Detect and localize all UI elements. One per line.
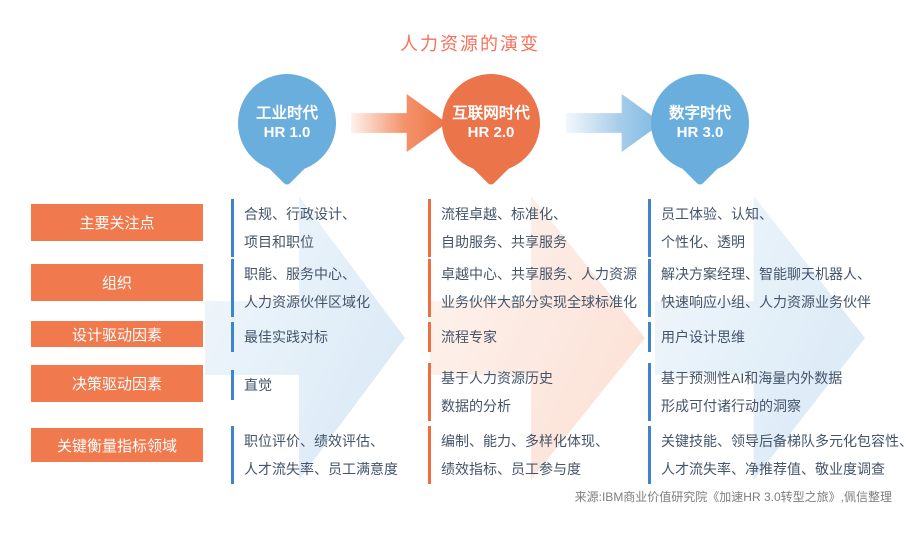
era-name: 互联网时代 [452, 105, 530, 123]
cell-line: 自助服务、共享服务 [441, 234, 567, 250]
cell-line: 基于预测性AI和海量内外数据 [661, 370, 843, 386]
cell-line: 职位评价、绩效评估、 [244, 433, 384, 449]
era-balloon-text: 互联网时代 HR 2.0 [442, 74, 540, 172]
cell-design-drivers-hr3: 用户设计思维 [648, 322, 745, 352]
cell-line: 人才流失率、净推荐值、敬业度调查 [661, 461, 885, 477]
cell-line: 快速响应小组、人力资源业务伙伴 [661, 294, 871, 310]
cell-organization-hr3: 解决方案经理、智能聊天机器人、 快速响应小组、人力资源业务伙伴 [648, 259, 871, 317]
page-title: 人力资源的演变 [400, 34, 540, 54]
era-name: 工业时代 [255, 105, 318, 123]
cell-decision-drivers-hr3: 基于预测性AI和海量内外数据 形成可付诸行动的洞察 [648, 363, 842, 421]
era-version: HR 1.0 [263, 123, 311, 141]
cell-line: 数据的分析 [441, 398, 511, 414]
era-version: HR 2.0 [467, 123, 515, 141]
era-balloon-hr2: 互联网时代 HR 2.0 [442, 74, 540, 187]
cell-decision-drivers-hr2: 基于人力资源历史 数据的分析 [428, 363, 553, 421]
cell-line: 基于人力资源历史 [441, 370, 553, 386]
cell-line: 绩效指标、员工参与度 [441, 461, 581, 477]
cell-line: 用户设计思维 [661, 329, 745, 345]
cell-line: 个性化、透明 [661, 234, 745, 250]
era-version: HR 3.0 [676, 123, 724, 141]
cell-key-metrics-hr1: 职位评价、绩效评估、 人才流失率、员工满意度 [231, 426, 398, 484]
cell-focus-hr2: 流程卓越、标准化、 自助服务、共享服务 [428, 199, 567, 257]
row-label-design-drivers: 设计驱动因素 [31, 321, 203, 347]
era-balloon-text: 数字时代 HR 3.0 [651, 74, 749, 172]
cell-line: 人力资源伙伴区域化 [244, 294, 370, 310]
arrow-right-icon [351, 94, 447, 152]
era-name: 数字时代 [668, 105, 731, 123]
row-label-main-focus: 主要关注点 [31, 204, 203, 241]
row-label-decision-drivers: 决策驱动因素 [31, 365, 203, 402]
cell-design-drivers-hr2: 流程专家 [428, 322, 497, 352]
balloon-circle [442, 74, 540, 172]
era-balloon-hr1: 工业时代 HR 1.0 [238, 74, 336, 187]
cell-line: 卓越中心、共享服务、人力资源 [441, 266, 637, 282]
cell-design-drivers-hr1: 最佳实践对标 [231, 322, 328, 352]
cell-line: 流程专家 [441, 329, 497, 345]
row-label-organization: 组织 [31, 264, 203, 301]
balloon-circle [651, 74, 749, 172]
cell-key-metrics-hr3: 关键技能、领导后备梯队多元化包容性、 人才流失率、净推荐值、敬业度调查 [648, 426, 906, 484]
cell-line: 业务伙伴大部分实现全球标准化 [441, 294, 637, 310]
cell-focus-hr3: 员工体验、认知、 个性化、透明 [648, 199, 773, 257]
cell-focus-hr1: 合规、行政设计、 项目和职位 [231, 199, 356, 257]
cell-line: 最佳实践对标 [244, 329, 328, 345]
source-note: 来源:IBM商业价值研究院《加速HR 3.0转型之旅》,佩信整理 [574, 490, 892, 504]
cell-line: 合规、行政设计、 [244, 206, 356, 222]
row-label-key-metrics: 关键衡量指标领域 [31, 428, 203, 462]
cell-line: 职能、服务中心、 [244, 266, 356, 282]
cell-organization-hr2: 卓越中心、共享服务、人力资源 业务伙伴大部分实现全球标准化 [428, 259, 637, 317]
arrow-right-icon [566, 94, 662, 152]
cell-key-metrics-hr2: 编制、能力、多样化体现、 绩效指标、员工参与度 [428, 426, 609, 484]
cell-line: 流程卓越、标准化、 [441, 206, 567, 222]
cell-line: 员工体验、认知、 [661, 206, 773, 222]
era-balloon-text: 工业时代 HR 1.0 [238, 74, 336, 172]
cell-organization-hr1: 职能、服务中心、 人力资源伙伴区域化 [231, 259, 370, 317]
cell-decision-drivers-hr1: 直觉 [231, 370, 272, 400]
cell-line: 编制、能力、多样化体现、 [441, 433, 609, 449]
cell-line: 项目和职位 [244, 234, 314, 250]
era-balloon-hr3: 数字时代 HR 3.0 [651, 74, 749, 187]
cell-line: 形成可付诸行动的洞察 [661, 398, 801, 414]
cell-line: 人才流失率、员工满意度 [244, 461, 398, 477]
balloon-circle [238, 74, 336, 172]
cell-line: 关键技能、领导后备梯队多元化包容性、 [661, 433, 906, 449]
cell-line: 直觉 [244, 377, 272, 393]
cell-line: 解决方案经理、智能聊天机器人、 [661, 266, 871, 282]
